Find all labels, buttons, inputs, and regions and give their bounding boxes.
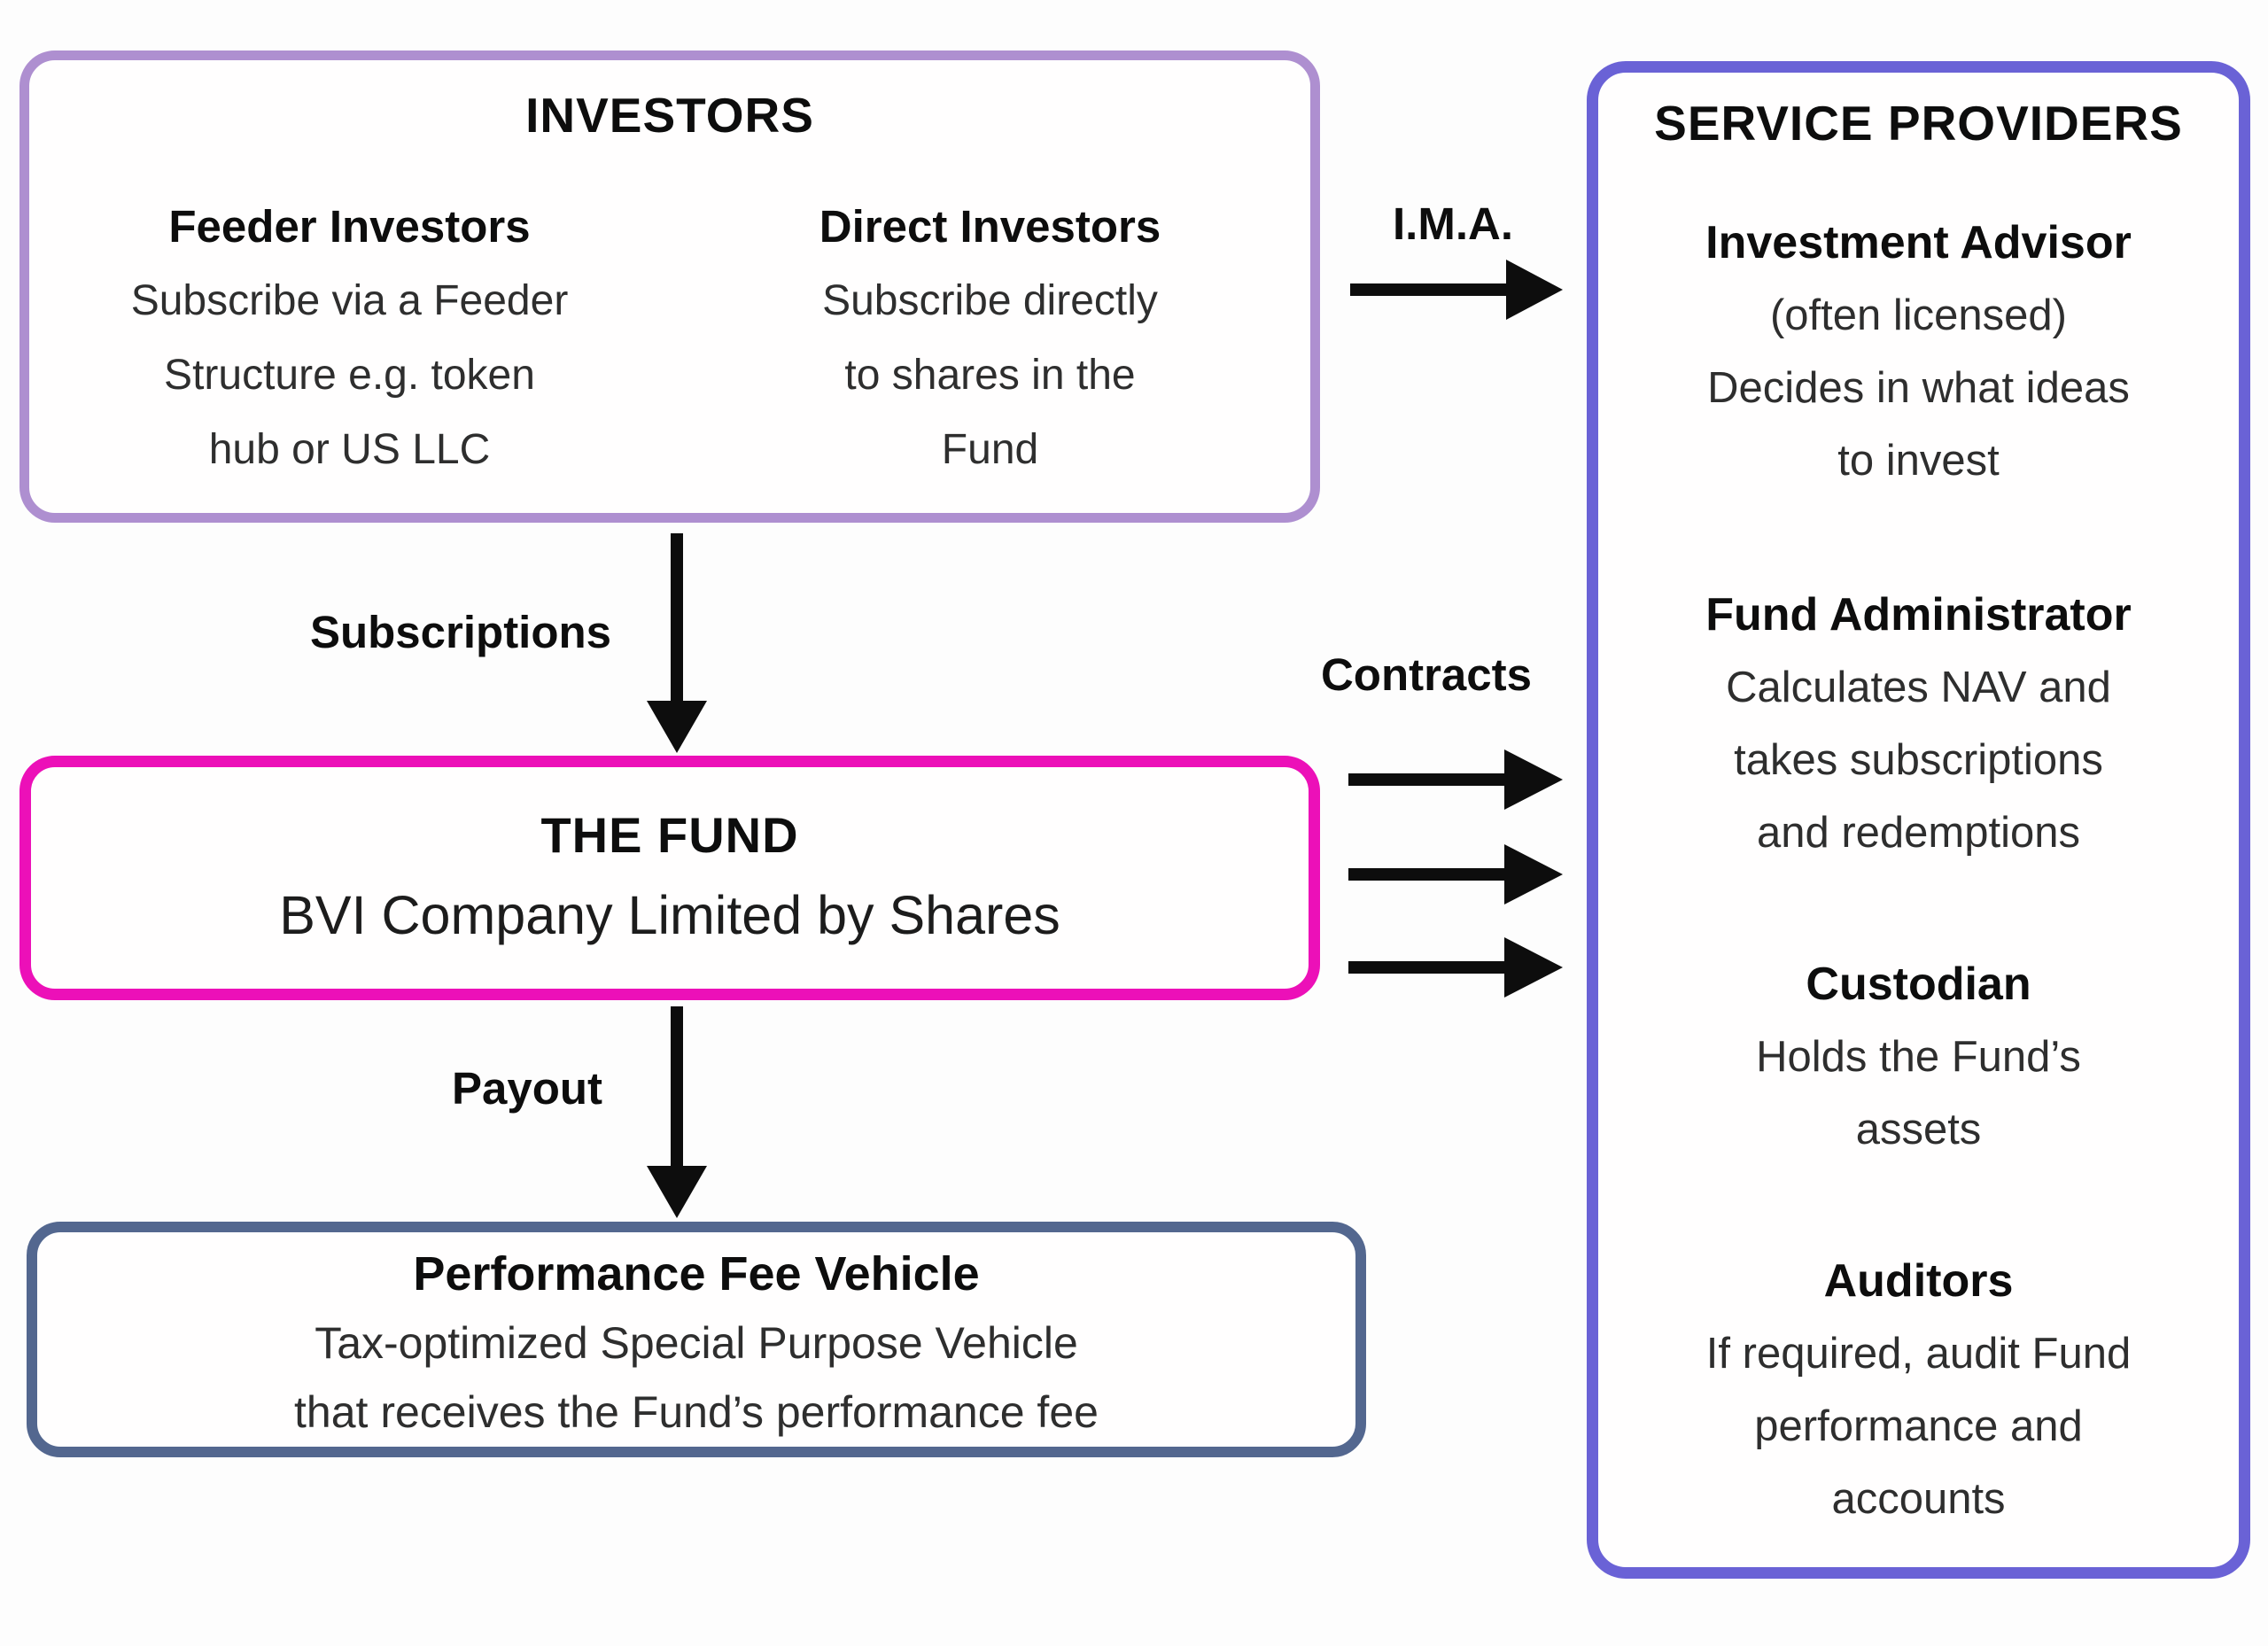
fund-heading: THE FUND bbox=[540, 807, 799, 863]
feeder-investors-line: hub or US LLC bbox=[208, 426, 491, 473]
direct-investors-line: Subscribe directly bbox=[822, 277, 1158, 324]
direct-investors-heading: Direct Investors bbox=[819, 201, 1161, 252]
payout-arrow bbox=[647, 1006, 707, 1218]
investment-advisor-line: to invest bbox=[1837, 437, 2000, 485]
feeder-investors-line: Structure e.g. token bbox=[164, 352, 535, 399]
fund-subheading: BVI Company Limited by Shares bbox=[279, 885, 1060, 945]
feeder-investors-line: Subscribe via a Feeder bbox=[130, 277, 569, 324]
direct-investors-line: to shares in the bbox=[844, 352, 1136, 399]
investment-advisor-heading: Investment Advisor bbox=[1705, 217, 2132, 268]
subscriptions-arrow bbox=[647, 533, 707, 753]
service-providers-box: SERVICE PROVIDERS Investment Advisor (of… bbox=[1587, 61, 2250, 1579]
auditors-line: If required, audit Fund bbox=[1705, 1330, 2132, 1378]
auditors-line: performance and bbox=[1754, 1402, 2083, 1450]
feeder-investors-column: Feeder Investors Subscribe via a Feeder … bbox=[29, 190, 670, 487]
contracts-label: Contracts bbox=[1320, 649, 1533, 700]
custodian-line: assets bbox=[1855, 1106, 1982, 1153]
direct-investors-line: Fund bbox=[941, 426, 1039, 473]
auditors-line: accounts bbox=[1831, 1475, 2006, 1523]
direct-investors-column: Direct Investors Subscribe directly to s… bbox=[670, 190, 1310, 487]
investors-title: INVESTORS bbox=[525, 88, 814, 143]
service-provider-fund-administrator: Fund Administrator Calculates NAV and ta… bbox=[1598, 578, 2239, 869]
custodian-line: Holds the Fund’s bbox=[1756, 1033, 2081, 1081]
feeder-investors-heading: Feeder Investors bbox=[168, 201, 531, 252]
performance-fee-vehicle-box: Performance Fee Vehicle Tax-optimized Sp… bbox=[27, 1222, 1366, 1457]
investors-columns: Feeder Investors Subscribe via a Feeder … bbox=[29, 190, 1310, 487]
investment-advisor-line: (often licensed) bbox=[1769, 291, 2067, 339]
auditors-heading: Auditors bbox=[1823, 1255, 2014, 1307]
service-providers-title: SERVICE PROVIDERS bbox=[1654, 96, 2183, 151]
investment-advisor-line: Decides in what ideas bbox=[1707, 364, 2130, 412]
performance-fee-vehicle-heading: Performance Fee Vehicle bbox=[413, 1247, 980, 1300]
ima-label: I.M.A. bbox=[1393, 198, 1513, 249]
payout-label: Payout bbox=[451, 1063, 603, 1114]
performance-fee-vehicle-line: that receives the Fund’s performance fee bbox=[294, 1387, 1099, 1437]
investors-box: INVESTORS Feeder Investors Subscribe via… bbox=[19, 50, 1320, 523]
service-provider-auditors: Auditors If required, audit Fund perform… bbox=[1598, 1245, 2239, 1535]
service-provider-investment-advisor: Investment Advisor (often licensed) Deci… bbox=[1598, 206, 2239, 497]
performance-fee-vehicle-line: Tax-optimized Special Purpose Vehicle bbox=[315, 1318, 1078, 1368]
contracts-arrow bbox=[1348, 937, 1563, 998]
fund-administrator-line: takes subscriptions bbox=[1734, 736, 2103, 784]
contracts-arrow bbox=[1348, 749, 1563, 810]
ima-arrow bbox=[1350, 260, 1563, 320]
service-provider-custodian: Custodian Holds the Fund’s assets bbox=[1598, 948, 2239, 1166]
fund-administrator-line: Calculates NAV and bbox=[1726, 664, 2111, 711]
custodian-heading: Custodian bbox=[1806, 959, 2031, 1010]
contracts-arrow bbox=[1348, 844, 1563, 905]
subscriptions-label: Subscriptions bbox=[309, 607, 612, 657]
fund-administrator-heading: Fund Administrator bbox=[1705, 589, 2132, 641]
fund-administrator-line: and redemptions bbox=[1756, 809, 2080, 857]
fund-box: THE FUND BVI Company Limited by Shares bbox=[19, 756, 1320, 1000]
